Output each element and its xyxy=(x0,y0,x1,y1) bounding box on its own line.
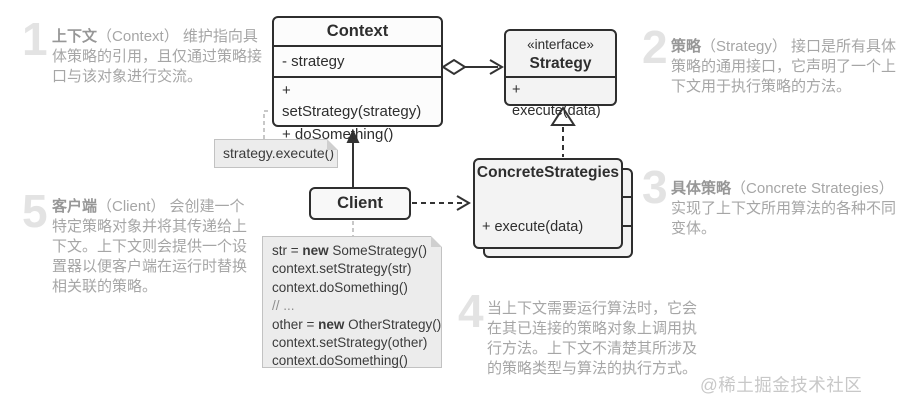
arrowhead-open-icon xyxy=(456,195,471,211)
code-keyword: new xyxy=(302,243,329,258)
uml-note-code: str = new SomeStrategy() context.setStra… xyxy=(262,236,442,368)
annotation-text-1: 上下文（Context） 维护指向具体策略的引用，且仅通过策略接口与该对象进行交… xyxy=(52,27,266,87)
code-line: context.doSomething() xyxy=(272,352,441,370)
annotation-number-2: 2 xyxy=(642,21,668,73)
class-attributes-empty xyxy=(475,186,621,215)
class-title: Strategy xyxy=(529,55,592,72)
annotation-number-5: 5 xyxy=(22,185,48,237)
class-method: + execute(data) xyxy=(506,76,615,124)
annotation-body: 当上下文需要运行算法时，它会在其已连接的策略对象上调用执行方法。上下文不清楚其所… xyxy=(487,300,698,377)
code-text: context.setStrategy(str) xyxy=(272,261,412,277)
code-text: context.doSomething() xyxy=(272,353,408,369)
class-method: + execute(data) xyxy=(482,219,584,235)
annotation-body: （Strategy） 接口是所有具体策略的通用接口，它声明了一个上下文用于执行策… xyxy=(671,38,897,95)
annotation-text-4: 当上下文需要运行算法时，它会在其已连接的策略对象上调用执行方法。上下文不清楚其所… xyxy=(487,299,709,379)
class-title: Context xyxy=(326,22,389,40)
code-text: // ... xyxy=(272,298,295,314)
annotation-text-5: 客户端（Client） 会创建一个特定策略对象并将其传递给上下文。上下文则会提供… xyxy=(52,197,250,297)
uml-class-concrete-strategies: ConcreteStrategies + execute(data) xyxy=(473,158,634,259)
class-title: ConcreteStrategies xyxy=(476,164,620,181)
uml-class-context: Context - strategy + setStrategy(strateg… xyxy=(272,16,443,143)
code-text: OtherStrategy() xyxy=(344,316,442,332)
code-keyword: new xyxy=(318,316,345,332)
arrowhead-open-icon xyxy=(489,59,504,75)
annotation-text-3: 具体策略（Concrete Strategies） 实现了上下文所用算法的各种不… xyxy=(671,179,905,239)
code-text: SomeStrategy() xyxy=(328,243,427,258)
annotation-number-1: 1 xyxy=(22,13,48,65)
code-line: str = new SomeStrategy() xyxy=(272,242,441,260)
aggregation-diamond-icon xyxy=(441,58,467,76)
annotation-number-4: 4 xyxy=(458,285,484,337)
annotation-body: （Concrete Strategies） 实现了上下文所用算法的各种不同变体。 xyxy=(671,180,897,237)
uml-class-client: Client xyxy=(309,187,411,220)
code-line: other = new OtherStrategy() xyxy=(272,316,441,334)
watermark: @稀土掘金技术社区 xyxy=(700,375,863,395)
annotation-body: （Client） 会创建一个特定策略对象并将其传递给上下文。上下文则会提供一个设… xyxy=(52,198,248,295)
code-line: context.setStrategy(str) xyxy=(272,260,441,278)
annotation-number-3: 3 xyxy=(642,161,668,213)
annotation-text-2: 策略（Strategy） 接口是所有具体策略的通用接口，它声明了一个上下文用于执… xyxy=(671,37,901,97)
code-line: context.doSomething() xyxy=(272,279,441,297)
stacked-card-front: ConcreteStrategies + execute(data) xyxy=(473,158,623,249)
uml-note-execute: strategy.execute() xyxy=(214,139,338,168)
class-attribute: - strategy xyxy=(274,45,441,76)
code-text: context.setStrategy(other) xyxy=(272,335,428,351)
code-text: other = xyxy=(272,316,319,332)
class-method: + setStrategy(strategy) xyxy=(282,82,422,120)
code-line: context.setStrategy(other) xyxy=(272,334,441,352)
annotation-lead: 具体策略 xyxy=(671,180,732,197)
class-title: Client xyxy=(337,194,383,212)
annotation-body: （Context） 维护指向具体策略的引用，且仅通过策略接口与该对象进行交流。 xyxy=(52,28,263,85)
annotation-lead: 策略 xyxy=(671,38,702,55)
code-line-comment: // ... xyxy=(272,297,441,315)
class-method: + doSomething() xyxy=(282,126,394,143)
note-anchor-line xyxy=(263,110,271,139)
annotation-lead: 上下文 xyxy=(52,28,98,45)
code-text: str = xyxy=(272,243,303,258)
note-text: strategy.execute() xyxy=(223,145,335,161)
code-text: context.doSomething() xyxy=(272,279,408,295)
uml-interface-strategy: «interface» Strategy + execute(data) xyxy=(504,29,617,119)
annotation-lead: 客户端 xyxy=(52,198,98,215)
stereotype-label: «interface» xyxy=(527,37,594,52)
